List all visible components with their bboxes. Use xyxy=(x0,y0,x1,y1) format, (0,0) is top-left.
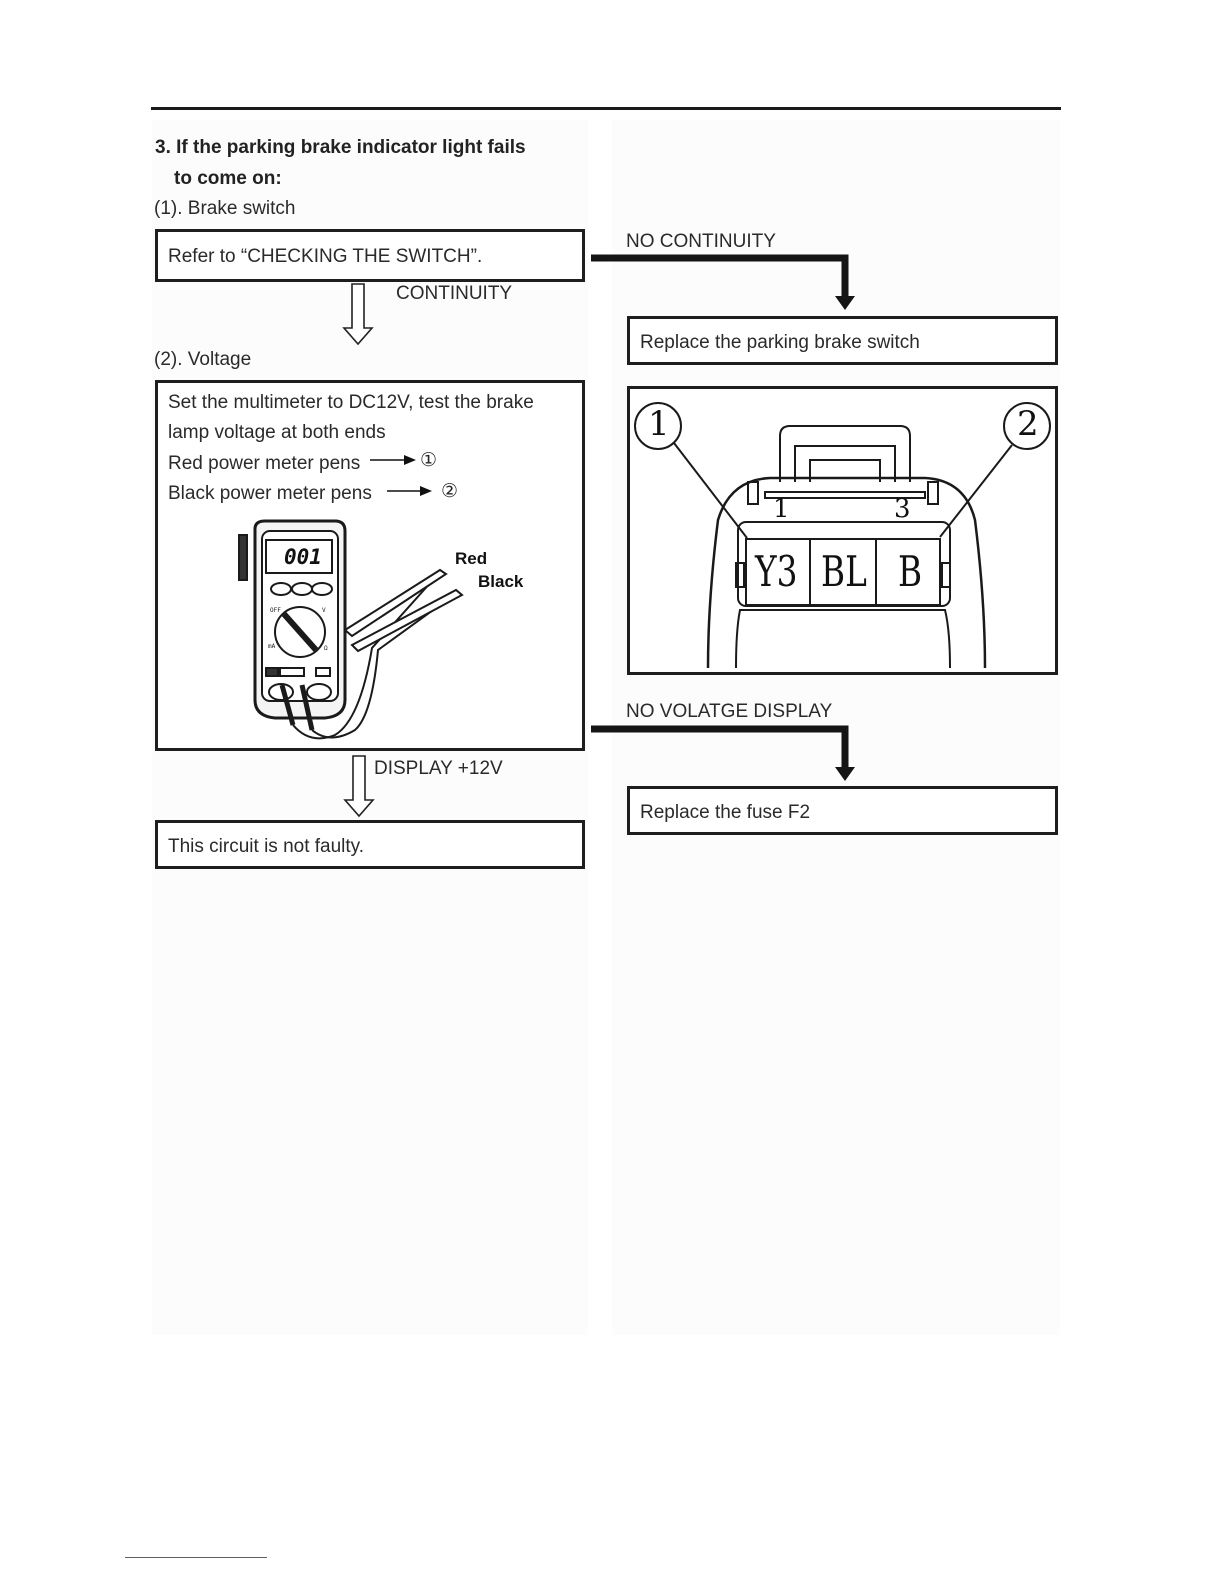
step2-no-voltage-label: NO VOLATGE DISPLAY xyxy=(626,701,833,722)
section-title-line2: to come on: xyxy=(174,168,282,189)
black-pen-target-marker: ② xyxy=(441,480,459,502)
svg-text:Ω: Ω xyxy=(324,645,328,652)
connector-diagram-box xyxy=(627,386,1058,675)
connector-pin-1-label: 1 xyxy=(773,494,790,524)
step2-voltage-box: Set the multimeter to DC12V, test the br… xyxy=(155,380,585,751)
footer-link-underline xyxy=(125,1557,267,1558)
connector-pin-3-label: 3 xyxy=(894,494,911,524)
step2-replace-fuse-text: Replace the fuse F2 xyxy=(640,802,811,823)
step1-replace-box: Replace the parking brake switch xyxy=(627,316,1058,365)
step2-not-faulty-box: This circuit is not faulty. xyxy=(155,820,585,869)
step2-not-faulty-text: This circuit is not faulty. xyxy=(168,836,365,857)
lead-label-black: Black xyxy=(478,572,524,591)
connector-callout-1: 1 xyxy=(648,404,670,444)
step2-replace-fuse-box: Replace the fuse F2 xyxy=(627,786,1058,835)
connector-wire-bl: BL xyxy=(821,547,867,596)
step2-display-label: DISPLAY +12V xyxy=(374,758,503,779)
step1-check-text: Refer to “CHECKING THE SWITCH”. xyxy=(168,246,483,267)
connector-wire-y3: Y3 xyxy=(755,547,798,596)
section-title-line1: 3. If the parking brake indicator light … xyxy=(155,137,526,158)
step1-label: (1). Brake switch xyxy=(154,198,296,219)
svg-text:OFF: OFF xyxy=(270,607,281,614)
multimeter-display-reading: 001 xyxy=(284,545,322,569)
svg-text:V: V xyxy=(322,607,326,614)
step1-replace-text: Replace the parking brake switch xyxy=(640,332,920,353)
connector-wire-b: B xyxy=(898,547,923,596)
svg-text:mA: mA xyxy=(268,643,276,650)
connector-callout-2: 2 xyxy=(1017,404,1039,444)
step1-check-box: Refer to “CHECKING THE SWITCH”. xyxy=(155,229,585,282)
step2-black-pen-line: Black power meter pens xyxy=(168,483,372,504)
step1-no-continuity-label: NO CONTINUITY xyxy=(626,231,776,252)
step2-red-pen-line: Red power meter pens xyxy=(168,453,361,474)
header-rule xyxy=(151,107,1061,110)
red-pen-target-marker: ① xyxy=(420,449,438,471)
step2-instruction-line1: Set the multimeter to DC12V, test the br… xyxy=(168,392,534,413)
step1-continuity-label: CONTINUITY xyxy=(396,283,513,304)
step2-instruction-line2: lamp voltage at both ends xyxy=(168,422,386,443)
lead-label-red: Red xyxy=(455,549,488,568)
step2-label: (2). Voltage xyxy=(154,349,252,370)
